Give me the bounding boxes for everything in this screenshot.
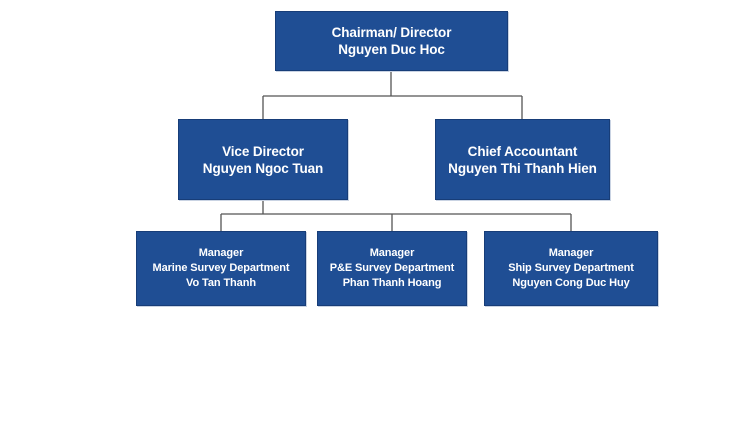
ship-manager-name: Nguyen Cong Duc Huy	[512, 277, 630, 289]
vice-director-name: Nguyen Ngoc Tuan	[202, 160, 324, 176]
chairman-name: Nguyen Duc Hoc	[338, 42, 445, 57]
ship-department: Ship Survey Department	[508, 262, 634, 274]
pe-survey-manager-box: Manager P&E Survey Department Phan Thanh…	[317, 231, 467, 306]
vice-director-box: Vice Director Nguyen Ngoc Tuan	[178, 119, 348, 200]
chief-accountant-box: Chief Accountant Nguyen Thi Thanh Hien	[435, 119, 610, 200]
chief-accountant-name: Nguyen Thi Thanh Hien	[448, 160, 597, 176]
ship-manager-role: Manager	[548, 247, 594, 259]
vice-director-role: Vice Director	[222, 143, 304, 159]
pe-department: P&E Survey Department	[329, 262, 455, 274]
marine-department: Marine Survey Department	[152, 262, 290, 274]
chairman-role: Chairman/ Director	[331, 25, 452, 40]
pe-manager-role: Manager	[369, 247, 415, 259]
ship-survey-manager-box: Manager Ship Survey Department Nguyen Co…	[484, 231, 658, 306]
marine-survey-manager-box: Manager Marine Survey Department Vo Tan …	[136, 231, 306, 306]
chairman-director-box: Chairman/ Director Nguyen Duc Hoc	[275, 11, 508, 71]
chief-accountant-role: Chief Accountant	[467, 143, 578, 159]
marine-manager-name: Vo Tan Thanh	[186, 277, 256, 289]
marine-manager-role: Manager	[198, 247, 244, 259]
pe-manager-name: Phan Thanh Hoang	[342, 277, 442, 289]
